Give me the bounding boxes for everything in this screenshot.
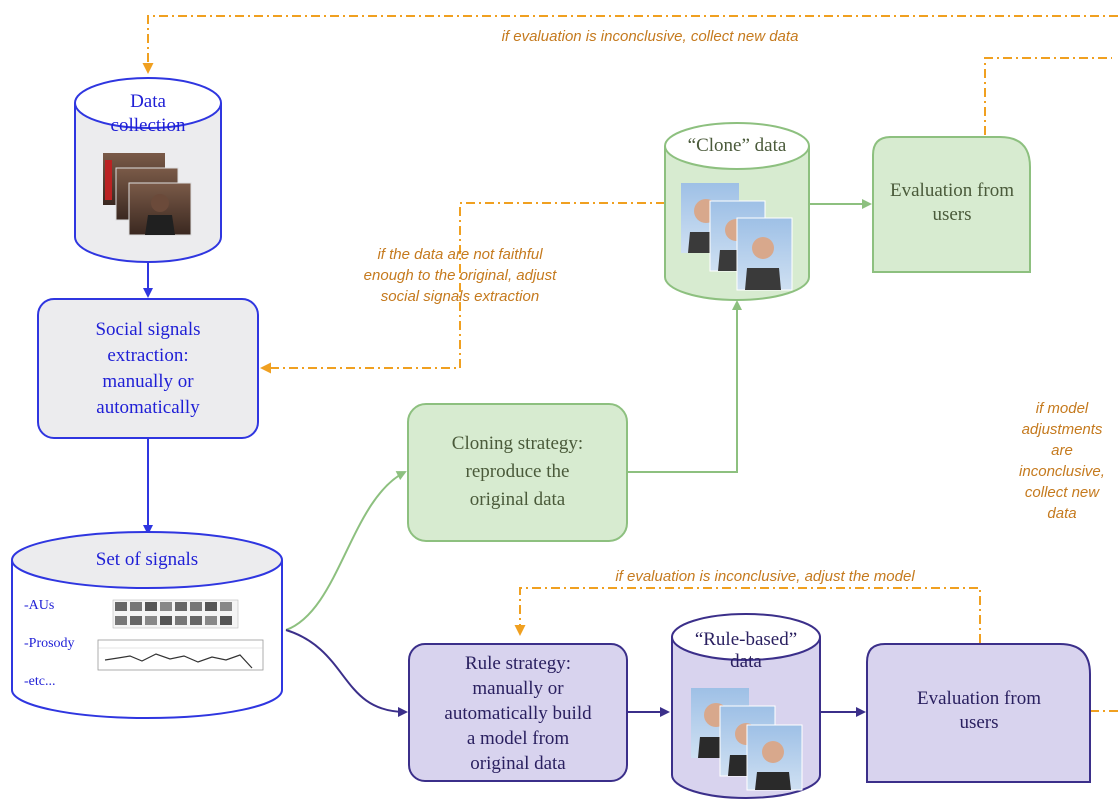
eval-top-box <box>872 136 1031 273</box>
feedback-rule-loop <box>514 587 981 643</box>
note-model-line: if model <box>1035 400 1089 417</box>
data-collection-line2: collection <box>110 115 186 136</box>
clone-data-title: “Clone” data <box>687 135 787 156</box>
signal-item-prosody: -Prosody <box>24 636 75 651</box>
social-signals-line: manually or <box>102 371 194 392</box>
eval-bottom-line2: users <box>959 712 999 733</box>
signal-item-etc: -etc... <box>24 674 56 689</box>
rule-data-title: “Rule-based” data <box>676 626 816 676</box>
rule-strategy-label: Rule strategy: manually or automatically… <box>411 648 625 778</box>
note-model-line: collect new <box>1024 484 1100 501</box>
cloning-strategy-line: Cloning strategy: <box>451 433 584 454</box>
video-frames-image <box>103 153 192 236</box>
rule-avatar-frames <box>691 688 803 791</box>
rule-strategy-box <box>408 643 628 782</box>
arrow-signals-to-rule <box>285 629 408 717</box>
note-model-line: data <box>1047 505 1077 522</box>
note-rule-loop: if evaluation is inconclusive, adjust th… <box>615 568 915 585</box>
social-signals-box <box>37 298 259 439</box>
cloning-strategy-box <box>407 403 628 542</box>
rule-strategy-line: original data <box>470 752 566 774</box>
eval-top-line2: users <box>932 204 972 225</box>
feedback-faithful-loop <box>260 202 665 374</box>
prosody-plot-image <box>97 639 264 671</box>
note-faithful-line: enough to the original, adjust <box>363 267 557 284</box>
rule-strategy-line: manually or <box>472 677 564 699</box>
rule-strategy-line: a model from <box>466 727 570 749</box>
eval-top-line1: Evaluation from <box>890 180 1014 201</box>
rule-strategy-line: Rule strategy: <box>464 652 572 674</box>
note-model-line: are <box>1051 442 1073 459</box>
eval-bottom-line1: Evaluation from <box>917 688 1041 709</box>
note-model-line: inconclusive, <box>1019 463 1105 480</box>
note-model-adjust: if model adjustments are inconclusive, c… <box>1010 398 1114 524</box>
social-signals-line: automatically <box>96 397 200 418</box>
rule-data-line2: data <box>730 651 762 672</box>
rule-strategy-line: automatically build <box>444 702 592 724</box>
data-collection-label: Data collection <box>88 88 208 140</box>
eval-bottom-box <box>866 643 1091 783</box>
note-model-line: adjustments <box>1021 421 1103 438</box>
social-signals-line: extraction: <box>107 345 189 366</box>
signal-item-aus: -AUs <box>24 598 55 613</box>
social-signals-line: Social signals <box>95 319 201 340</box>
note-faithful-line: social signals extraction <box>380 288 540 305</box>
au-strip-image <box>112 599 239 629</box>
note-top-loop: if evaluation is inconclusive, collect n… <box>501 28 799 45</box>
clone-avatar-frames <box>681 183 793 291</box>
set-of-signals-title: Set of signals <box>95 549 199 570</box>
eval-top-label: Evaluation from users <box>875 168 1029 238</box>
feedback-top-loop <box>142 15 1118 135</box>
set-of-signals-cylinder <box>11 531 283 719</box>
note-faithful: if the data are not faithful enough to t… <box>325 244 595 307</box>
cloning-strategy-label: Cloning strategy: reproduce the original… <box>410 420 625 524</box>
data-collection-line1: Data <box>130 91 166 112</box>
social-signals-label: Social signals extraction: manually or a… <box>40 310 256 428</box>
arrow-signals-to-cloning <box>285 471 407 631</box>
cloning-strategy-line: original data <box>469 489 566 510</box>
note-faithful-line: if the data are not faithful <box>377 246 543 263</box>
arrow-cloning-to-clone-data <box>627 300 742 473</box>
eval-bottom-label: Evaluation from users <box>869 676 1089 746</box>
rule-data-line1: “Rule-based” <box>694 629 798 650</box>
cloning-strategy-line: reproduce the <box>465 461 570 482</box>
